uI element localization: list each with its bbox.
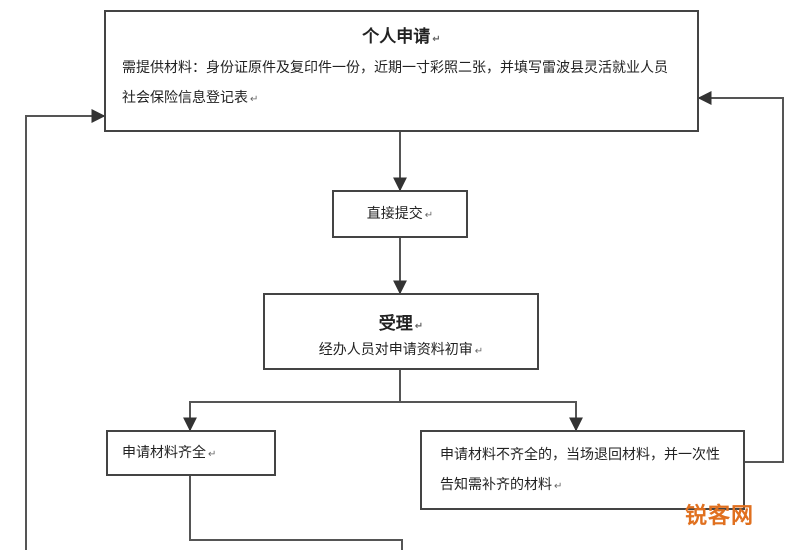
return-mark: ↵ (250, 94, 259, 105)
return-box: 申请材料不齐全的，当场退回材料，并一次性告知需补齐的材料↵ (420, 430, 745, 510)
incomplete-label: 申请材料齐全 (122, 445, 206, 461)
apply-body: 需提供材料：身份证原件及复印件一份，近期一寸彩照二张，并填写雷波县灵活就业人员社… (122, 60, 668, 106)
return-mark: ↵ (424, 210, 434, 221)
return-body: 申请材料不齐全的，当场退回材料，并一次性告知需补齐的材料 (440, 447, 720, 493)
return-mark: ↵ (554, 481, 563, 492)
return-mark: ↵ (432, 34, 441, 45)
apply-box: 个人申请↵ 需提供材料：身份证原件及复印件一份，近期一寸彩照二张，并填写雷波县灵… (104, 10, 699, 132)
accept-title: 受理 (378, 314, 413, 334)
return-mark: ↵ (474, 346, 484, 357)
arrow-branch-right (400, 401, 583, 432)
incomplete-box: 申请材料齐全↵ (106, 430, 276, 476)
apply-title: 个人申请 (362, 27, 431, 47)
return-mark: ↵ (414, 321, 424, 332)
submit-box: 直接提交↵ (332, 190, 468, 238)
accept-box: 受理↵ 经办人员对申请资料初审↵ (263, 293, 539, 370)
site-watermark: 锐客网 (684, 504, 754, 529)
arrow-return-to-apply (697, 91, 784, 463)
arrow-accept-to-branches (189, 370, 401, 428)
line-complete-continue (189, 476, 403, 550)
submit-label: 直接提交 (366, 206, 423, 222)
return-mark: ↵ (208, 449, 217, 460)
arrow-left-loop-to-apply (25, 109, 106, 550)
accept-body: 经办人员对申请资料初审 (318, 342, 473, 358)
